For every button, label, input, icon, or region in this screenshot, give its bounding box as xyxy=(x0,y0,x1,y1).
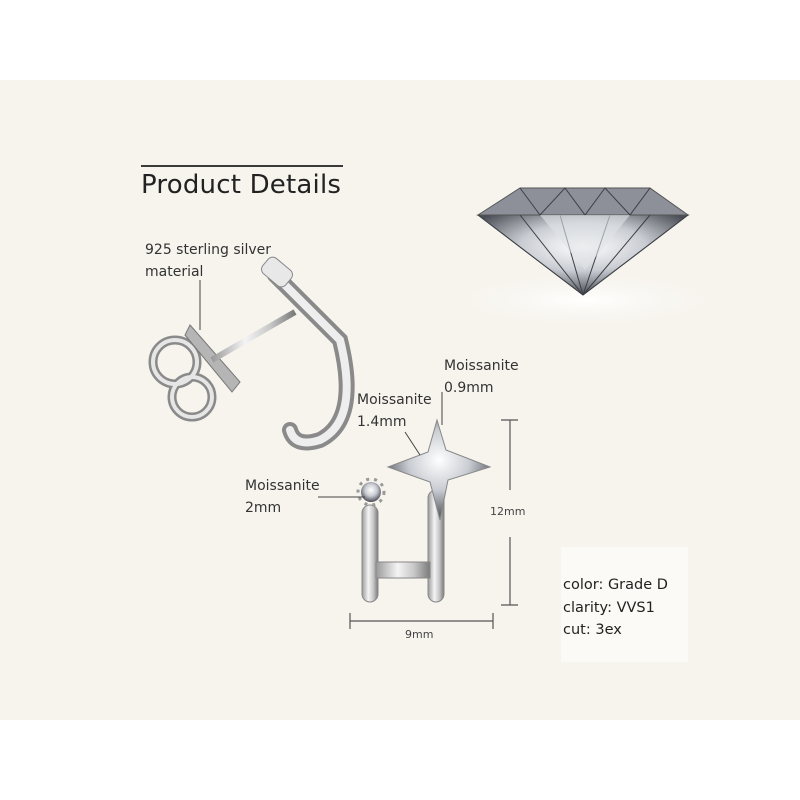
spec-color: color: Grade D xyxy=(563,577,668,593)
callout-stone: Moissanite xyxy=(444,358,519,374)
leader-lines xyxy=(199,280,443,498)
spec-clarity: clarity: VVS1 xyxy=(563,599,655,616)
callout-size: 2mm xyxy=(245,500,282,516)
page-title: Product Details xyxy=(141,170,342,200)
title-rule xyxy=(141,165,343,167)
earring-front-image xyxy=(356,418,492,603)
callout-size: 0.9mm xyxy=(444,380,494,396)
stone-mid-callout: Moissanite 1.4mm xyxy=(357,389,432,433)
stone-left-callout: Moissanite 2mm xyxy=(245,475,320,519)
material-callout: 925 sterling silver material xyxy=(145,239,271,283)
callout-line-2: material xyxy=(145,264,204,280)
stone-top-callout: Moissanite 0.9mm xyxy=(444,355,519,399)
diamond-image xyxy=(435,187,735,330)
callout-stone: Moissanite xyxy=(357,392,432,408)
spec-box: color: Grade D clarity: VVS1 cut: 3ex xyxy=(561,547,688,662)
height-dimension-label: 12mm xyxy=(490,505,526,518)
spec-cut: cut: 3ex xyxy=(563,622,622,638)
callout-size: 1.4mm xyxy=(357,414,407,430)
width-dimension-label: 9mm xyxy=(405,628,434,641)
earring-side-image xyxy=(148,256,355,451)
callout-stone: Moissanite xyxy=(245,478,320,494)
callout-line-1: 925 sterling silver xyxy=(145,242,272,258)
dimension-lines xyxy=(349,419,518,629)
